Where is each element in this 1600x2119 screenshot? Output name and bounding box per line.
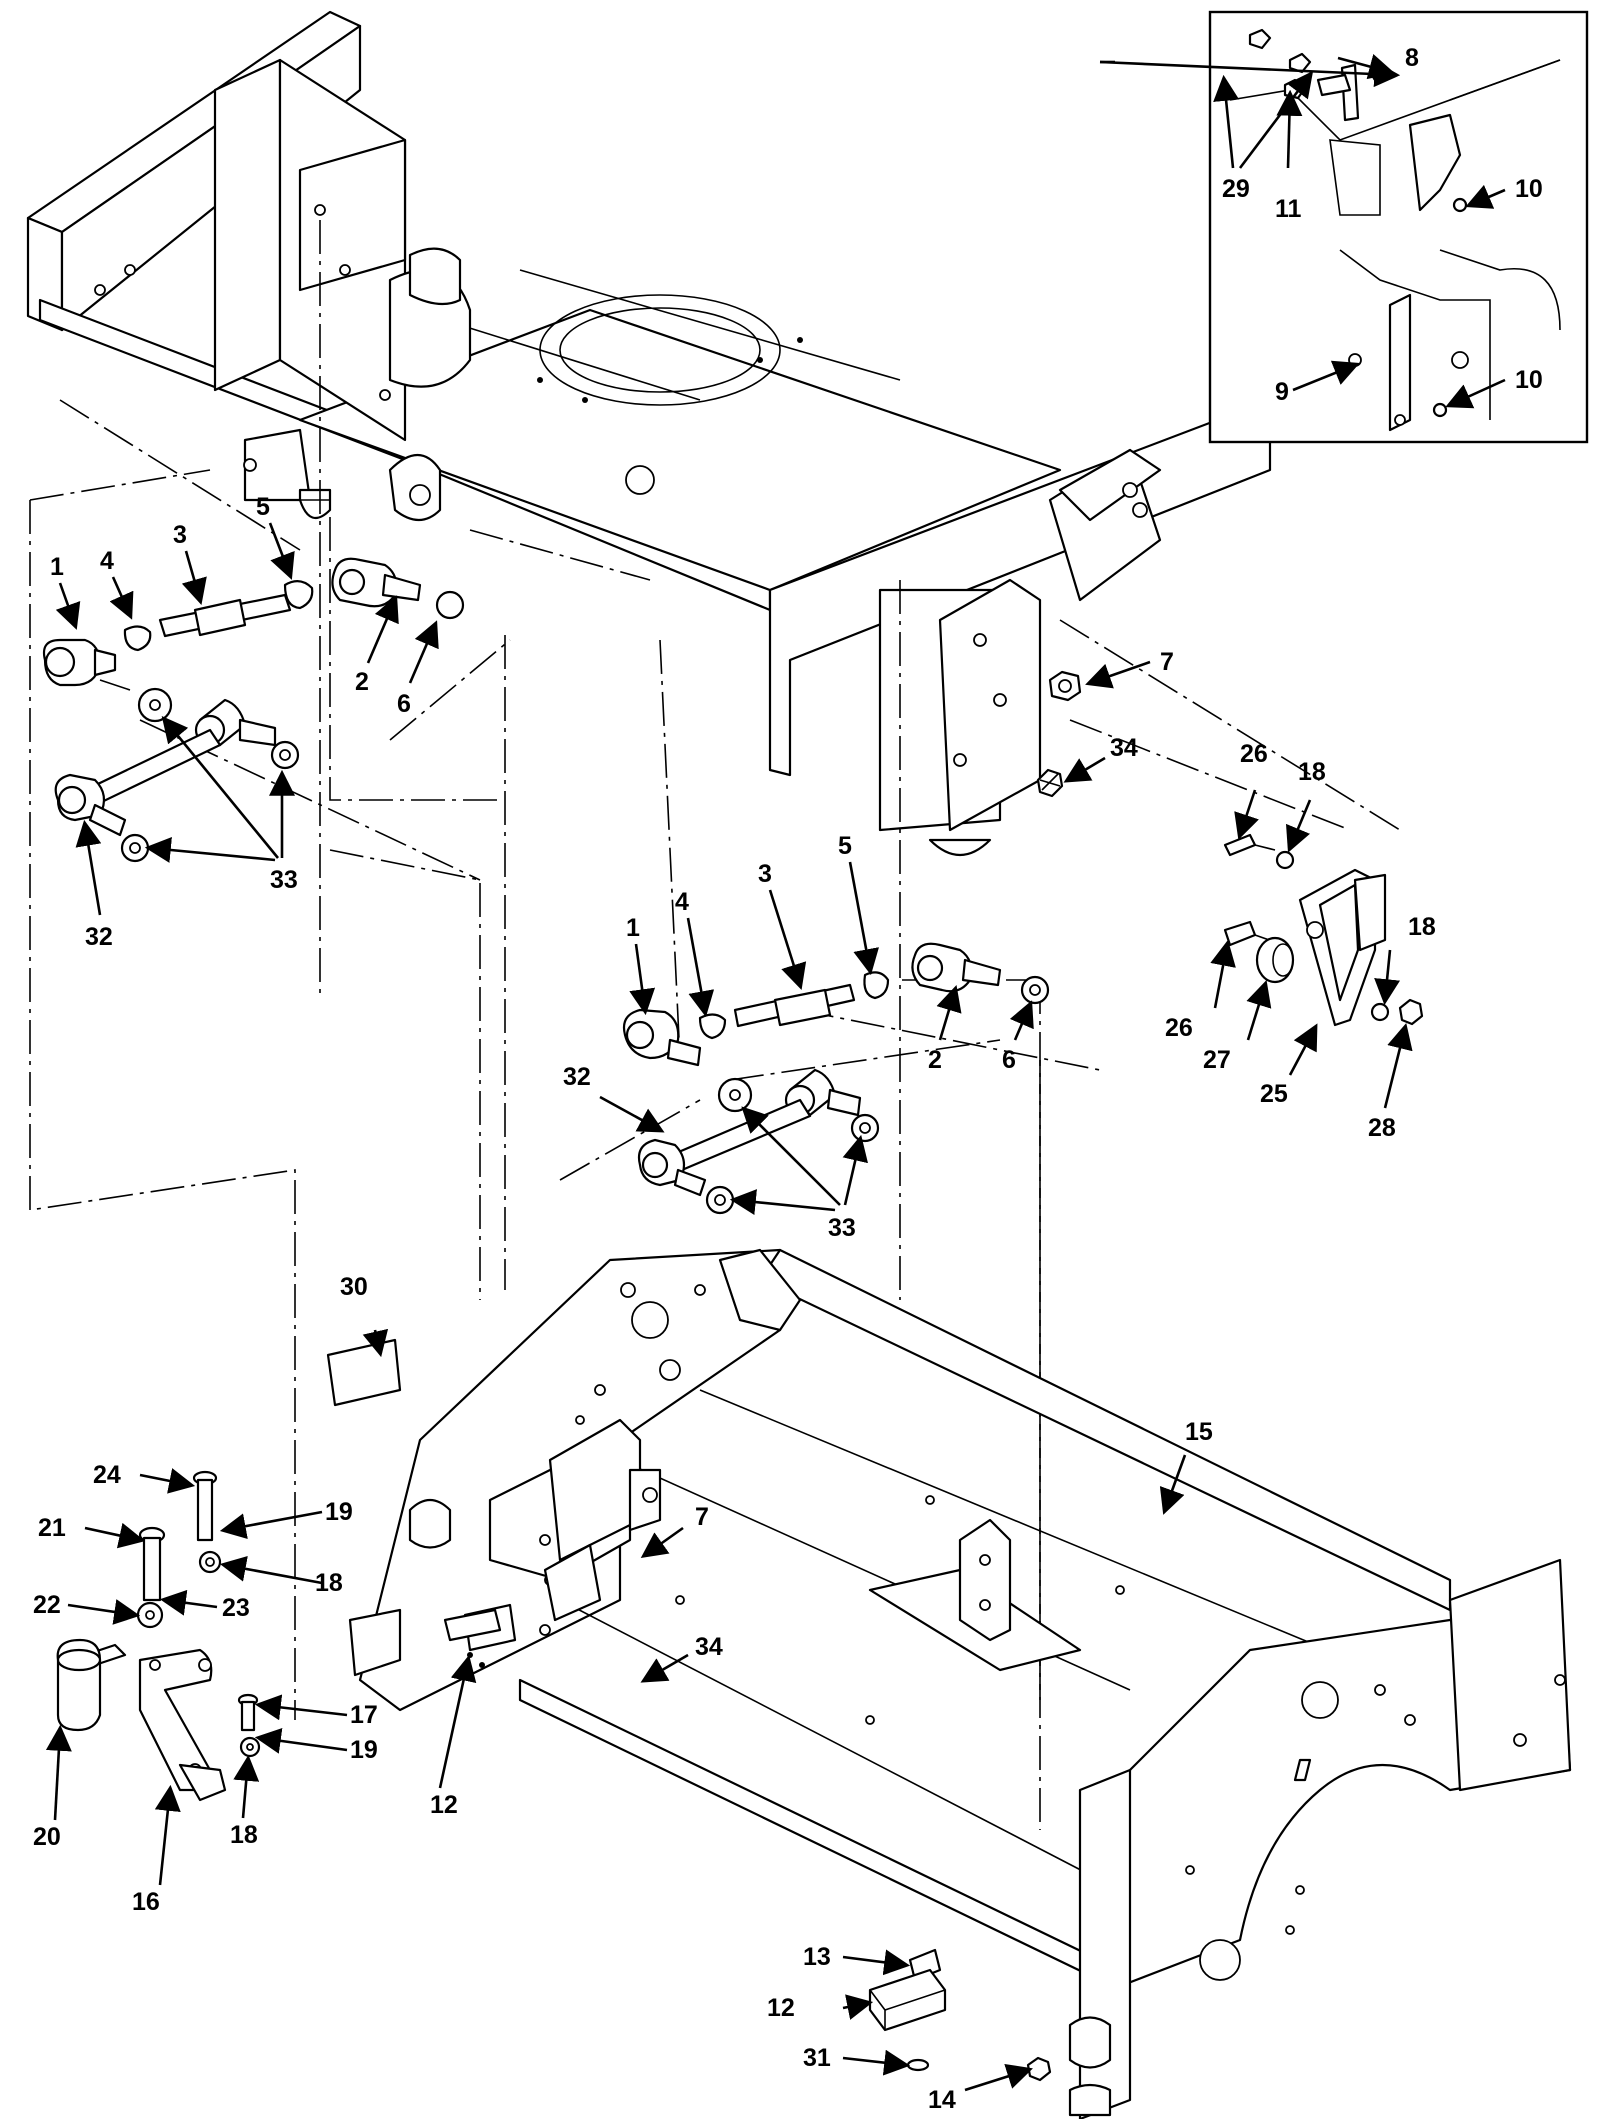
callout-28: 28 bbox=[1368, 1114, 1396, 1142]
callout-9: 9 bbox=[1275, 378, 1289, 406]
callout-8: 8 bbox=[1405, 44, 1419, 72]
callout-29: 29 bbox=[1222, 175, 1250, 203]
callout-21: 21 bbox=[38, 1514, 66, 1542]
callout-26: 26 bbox=[1240, 740, 1268, 768]
callout-16: 16 bbox=[132, 1888, 160, 1916]
callout-26: 26 bbox=[1165, 1014, 1193, 1042]
callout-33: 33 bbox=[270, 866, 298, 894]
callout-labels: 1 4 3 5 2 6 33 32 1 4 3 5 2 6 32 33 7 34… bbox=[33, 44, 1543, 2114]
callout-30: 30 bbox=[340, 1273, 368, 1301]
callout-15: 15 bbox=[1185, 1418, 1213, 1446]
callout-10: 10 bbox=[1515, 366, 1543, 394]
leader-arrows bbox=[45, 54, 1506, 2092]
callout-6: 6 bbox=[397, 690, 411, 718]
callout-19: 19 bbox=[350, 1736, 378, 1764]
callout-10: 10 bbox=[1515, 175, 1543, 203]
callout-1: 1 bbox=[626, 914, 640, 942]
callout-18: 18 bbox=[315, 1569, 343, 1597]
linkage-group-left bbox=[42, 557, 465, 863]
callout-3: 3 bbox=[758, 860, 772, 888]
callout-19: 19 bbox=[325, 1498, 353, 1526]
callout-31: 31 bbox=[803, 2044, 831, 2072]
callout-7: 7 bbox=[695, 1503, 709, 1531]
callout-20: 20 bbox=[33, 1823, 61, 1851]
callout-7: 7 bbox=[1160, 648, 1174, 676]
callout-11: 11 bbox=[1275, 195, 1302, 223]
callout-18: 18 bbox=[230, 1821, 258, 1849]
callout-3: 3 bbox=[173, 521, 187, 549]
callout-13: 13 bbox=[803, 1943, 831, 1971]
callout-18: 18 bbox=[1298, 758, 1326, 786]
callout-34: 34 bbox=[1110, 734, 1138, 762]
upper-chassis-frame bbox=[26, 10, 1272, 856]
callout-2: 2 bbox=[355, 668, 369, 696]
callout-1: 1 bbox=[50, 553, 64, 581]
callout-32: 32 bbox=[85, 923, 113, 951]
callout-25: 25 bbox=[1260, 1080, 1288, 1108]
callout-6: 6 bbox=[1002, 1046, 1016, 1074]
callout-17: 17 bbox=[350, 1701, 378, 1729]
callout-2: 2 bbox=[928, 1046, 942, 1074]
callout-32: 32 bbox=[563, 1063, 591, 1091]
callout-5: 5 bbox=[256, 493, 270, 521]
lower-frame-assembly bbox=[348, 1248, 1572, 2119]
callout-4: 4 bbox=[100, 547, 114, 575]
callout-14: 14 bbox=[928, 2086, 956, 2114]
callout-23: 23 bbox=[222, 1594, 250, 1622]
callout-27: 27 bbox=[1203, 1046, 1231, 1074]
callout-18: 18 bbox=[1408, 913, 1436, 941]
callout-5: 5 bbox=[838, 832, 852, 860]
right-bracket-group bbox=[1036, 670, 1424, 1027]
callout-22: 22 bbox=[33, 1591, 61, 1619]
linkage-group-middle bbox=[622, 942, 1050, 1215]
callout-24: 24 bbox=[93, 1461, 121, 1489]
phantom-lines bbox=[29, 220, 1401, 1830]
callout-12: 12 bbox=[430, 1791, 458, 1819]
callout-33: 33 bbox=[828, 1214, 856, 1242]
bottom-block-group bbox=[868, 1948, 1052, 2082]
callout-4: 4 bbox=[675, 888, 689, 916]
callout-34: 34 bbox=[695, 1633, 723, 1661]
callout-12: 12 bbox=[767, 1994, 795, 2022]
